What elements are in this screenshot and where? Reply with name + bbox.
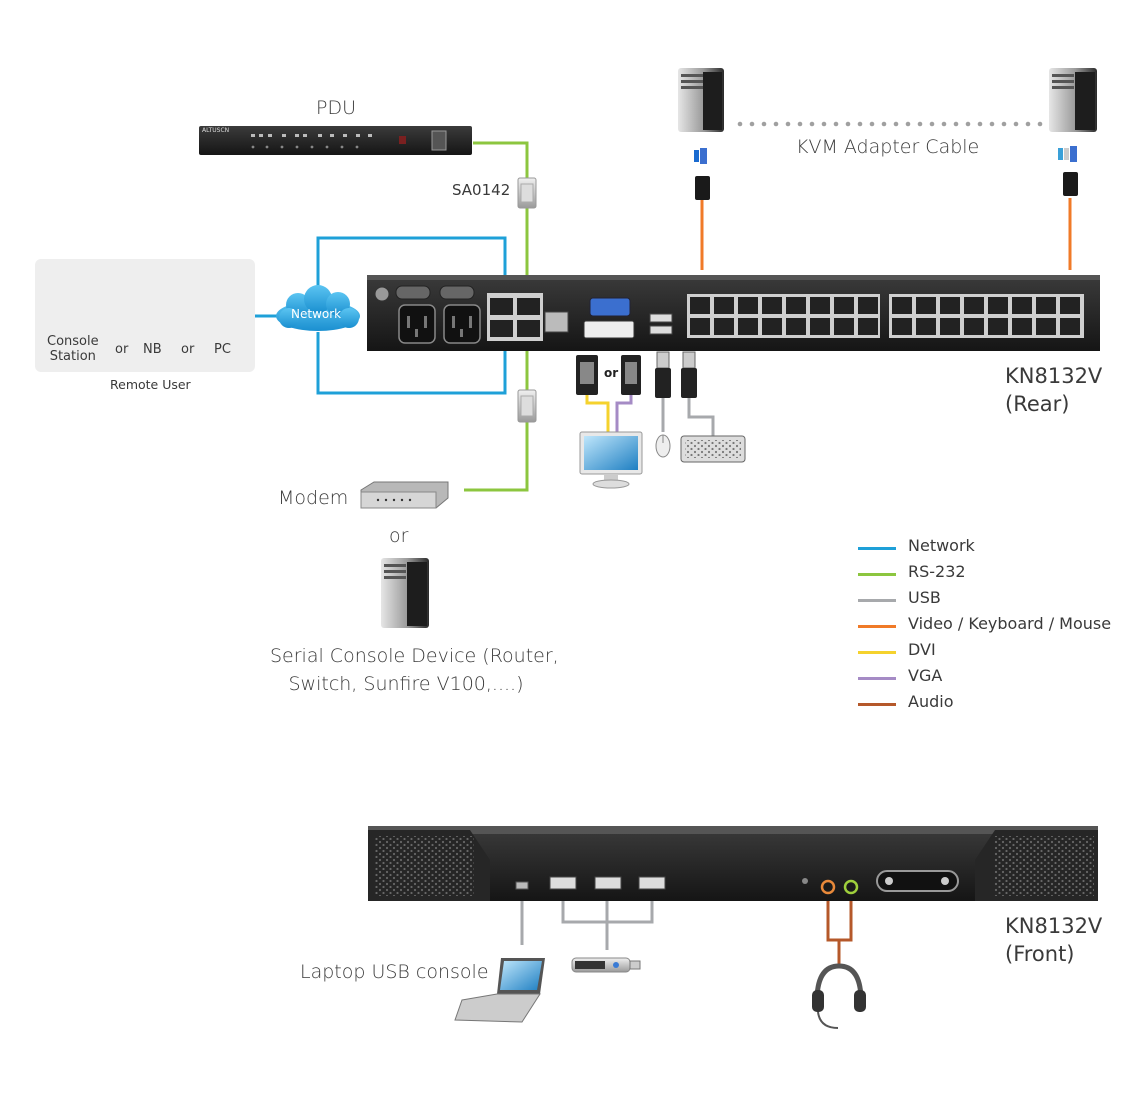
console-station-label: Console Station (47, 334, 99, 364)
kvm-port (964, 318, 984, 335)
rear-title: KN8132V (Rear) (1005, 364, 1103, 416)
network-cables (255, 236, 507, 395)
kvm-port (762, 318, 782, 335)
keyboard-icon (680, 435, 746, 463)
legend-swatch (858, 703, 896, 706)
pdu-label: PDU (316, 97, 356, 119)
kvm-port (786, 297, 806, 314)
kvm-port (858, 297, 878, 314)
kvm-port (988, 318, 1008, 335)
vga-connector (621, 355, 641, 395)
legend-swatch (858, 625, 896, 628)
sa0142-adapter-top (517, 177, 537, 209)
dvi-connector (576, 355, 598, 395)
kvm-port (916, 318, 936, 335)
server-tower-right (1049, 68, 1097, 132)
headset-icon (812, 963, 866, 1029)
kvm-adapter-left (694, 148, 710, 200)
kvm-adapter-cables (700, 198, 1072, 270)
kvm-port (690, 318, 710, 335)
pc-label: PC (214, 342, 231, 357)
pdu-device (199, 126, 472, 155)
kn8132v-rear-unit (367, 275, 1100, 351)
legend-swatch (858, 547, 896, 550)
kvm-port (988, 297, 1008, 314)
kvm-port (786, 318, 806, 335)
legend-label: Network (908, 536, 975, 555)
legend-swatch (858, 677, 896, 680)
remote-user-label: Remote User (110, 377, 191, 392)
kvm-port (714, 297, 734, 314)
kvm-port (940, 318, 960, 335)
kvm-port (834, 318, 854, 335)
usb-connector-keyboard (681, 351, 697, 398)
kvm-port (1060, 318, 1080, 335)
kvm-port (1036, 318, 1056, 335)
or-label-dvi-vga: or (604, 366, 619, 380)
monitor-icon (579, 431, 643, 489)
dotted-connector (737, 121, 1043, 127)
vga-cable (615, 393, 633, 432)
kvm-port (1060, 297, 1080, 314)
legend-label: Video / Keyboard / Mouse (908, 614, 1112, 633)
kvm-adapter-right (1058, 146, 1078, 196)
sa0142-adapter-bottom (517, 389, 537, 423)
legend-label: USB (908, 588, 941, 607)
dvi-cable (585, 393, 610, 432)
kvm-port (1012, 297, 1032, 314)
legend-swatch (858, 651, 896, 654)
remote-user-panel (35, 259, 255, 372)
kvm-port (714, 318, 734, 335)
legend-label: VGA (908, 666, 943, 685)
or-label-1: or (115, 342, 129, 357)
pdu-brand-label: ALTUSCN (202, 127, 230, 134)
or-label-2: or (181, 342, 195, 357)
kvm-port (1012, 318, 1032, 335)
legend-swatch (858, 599, 896, 602)
sa0142-label: SA0142 (452, 181, 511, 199)
modem-icon (360, 481, 449, 509)
kvm-port (858, 318, 878, 335)
kvm-port (810, 318, 830, 335)
kvm-port (892, 297, 912, 314)
kvm-port (810, 297, 830, 314)
kvm-port (940, 297, 960, 314)
kvm-port (916, 297, 936, 314)
kvm-port (1036, 297, 1056, 314)
usb-flash-drive-icon (571, 957, 641, 973)
server-tower-left (678, 68, 724, 132)
kvm-adapter-cable-label: KVM Adapter Cable (796, 136, 980, 158)
or-label-modem: or (389, 525, 409, 547)
legend-label: RS-232 (908, 562, 966, 581)
usb-connector-mouse (655, 351, 671, 398)
mouse-icon (655, 434, 671, 458)
serial-console-device-label: Serial Console Device (Router, Switch, S… (270, 645, 559, 695)
front-usb-cables (520, 893, 654, 950)
legend-swatch (858, 573, 896, 576)
laptop-icon (454, 958, 545, 1023)
kn8132v-front-unit (368, 826, 1098, 901)
kvm-port (762, 297, 782, 314)
legend-label: Audio (908, 692, 954, 711)
rear-usb-cables (661, 398, 715, 436)
serial-console-server-icon (381, 558, 429, 628)
modem-label: Modem (278, 487, 349, 509)
kvm-port (964, 297, 984, 314)
kvm-port (892, 318, 912, 335)
nb-label: NB (143, 342, 162, 357)
kvm-port (834, 297, 854, 314)
network-cloud-icon (276, 285, 360, 331)
kvm-port (738, 318, 758, 335)
legend-label: DVI (908, 640, 936, 659)
network-cloud-label: Network (291, 307, 342, 321)
kvm-port (690, 297, 710, 314)
front-title: KN8132V (Front) (1005, 914, 1103, 966)
laptop-usb-console-label: Laptop USB console (300, 961, 489, 983)
kvm-port (738, 297, 758, 314)
